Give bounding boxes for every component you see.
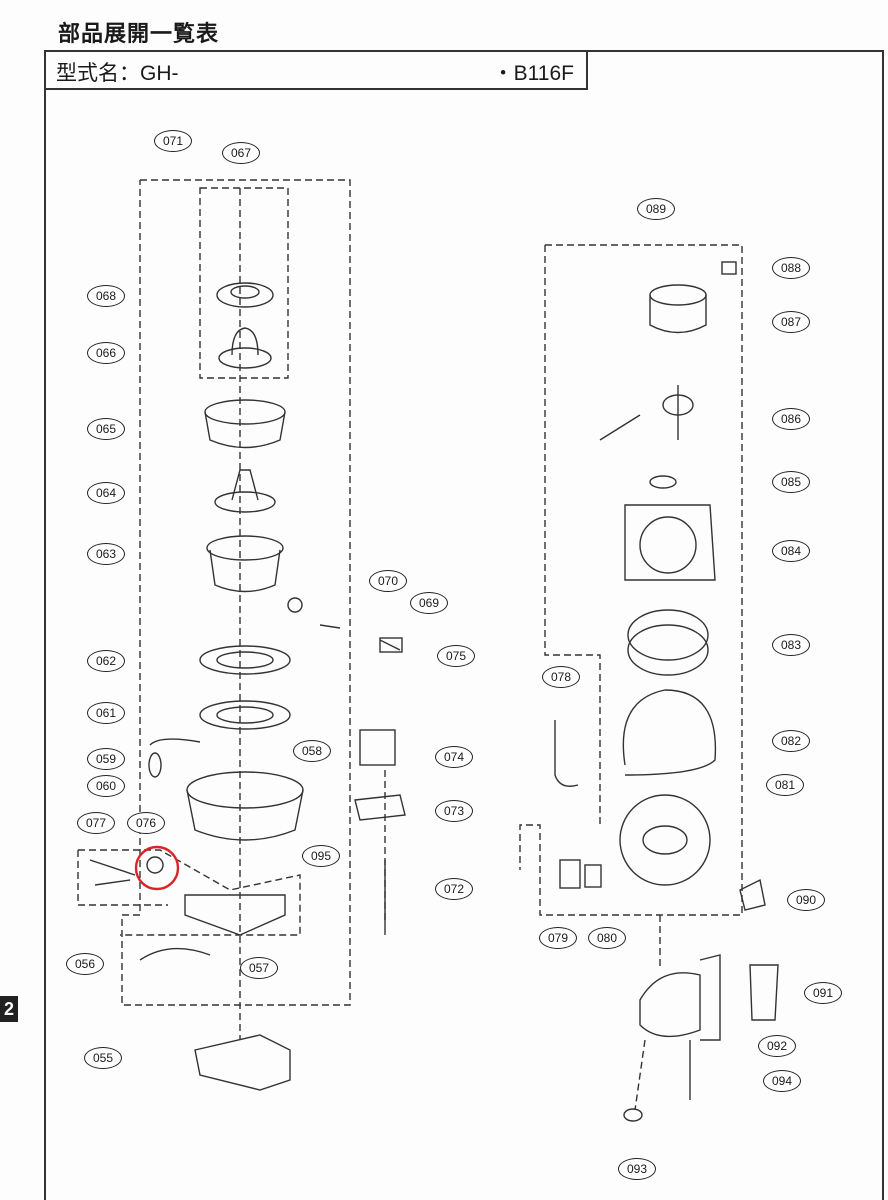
part-label: 073	[435, 800, 473, 822]
part-label: 055	[84, 1047, 122, 1069]
part-label: 081	[766, 774, 804, 796]
part-label: 079	[539, 927, 577, 949]
part-label: 093	[618, 1158, 656, 1180]
part-label: 072	[435, 878, 473, 900]
part-label: 057	[240, 957, 278, 979]
part-label: 091	[804, 982, 842, 1004]
model-box: 型式名：GH- ・B116F	[44, 50, 588, 90]
part-label: 062	[87, 650, 125, 672]
part-label: 068	[87, 285, 125, 307]
part-label: 084	[772, 540, 810, 562]
part-label: 080	[588, 927, 626, 949]
highlight-circle	[134, 845, 180, 891]
part-label: 071	[154, 130, 192, 152]
page-marker: 2	[0, 996, 18, 1022]
part-label: 090	[787, 889, 825, 911]
part-label: 092	[758, 1035, 796, 1057]
part-label: 061	[87, 702, 125, 724]
part-label: 056	[66, 953, 104, 975]
part-label: 075	[437, 645, 475, 667]
part-label: 058	[293, 740, 331, 762]
part-label: 067	[222, 142, 260, 164]
part-label: 085	[772, 471, 810, 493]
diagram-frame	[44, 50, 884, 1200]
part-label: 064	[87, 482, 125, 504]
part-label: 063	[87, 543, 125, 565]
part-label: 059	[87, 748, 125, 770]
model-suffix: ・B116F	[492, 62, 574, 85]
part-label: 077	[77, 812, 115, 834]
model-label: 型式名：GH-	[56, 62, 179, 85]
assembly-boundaries	[77, 179, 743, 1111]
part-label: 082	[772, 730, 810, 752]
part-label: 070	[369, 570, 407, 592]
part-label: 094	[763, 1070, 801, 1092]
part-label: 066	[87, 342, 125, 364]
part-label: 087	[772, 311, 810, 333]
part-label: 069	[410, 592, 448, 614]
part-label: 083	[772, 634, 810, 656]
part-label: 089	[637, 198, 675, 220]
left-parts	[89, 282, 406, 1091]
part-label: 076	[127, 812, 165, 834]
right-parts	[554, 261, 779, 1122]
page-title: 部品展開一覧表	[58, 21, 220, 46]
part-label: 088	[772, 257, 810, 279]
part-label: 086	[772, 408, 810, 430]
part-label: 060	[87, 775, 125, 797]
part-label: 078	[542, 666, 580, 688]
part-label: 065	[87, 418, 125, 440]
part-label: 095	[302, 845, 340, 867]
part-label: 074	[435, 746, 473, 768]
